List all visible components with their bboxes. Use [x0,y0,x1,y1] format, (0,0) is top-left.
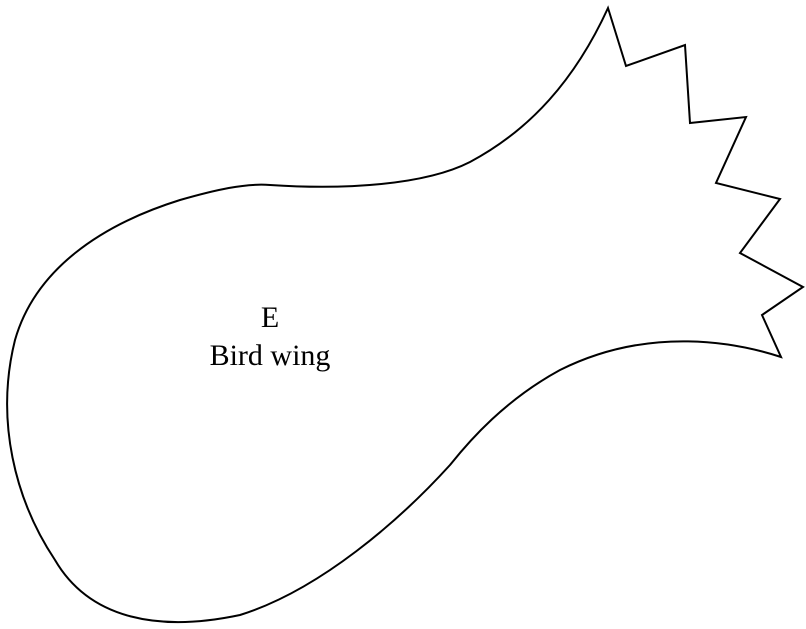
piece-name: Bird wing [209,339,331,372]
wing-outline-path [6,5,805,624]
piece-letter: E [260,301,280,334]
piece-label: E Bird wing [170,300,370,376]
